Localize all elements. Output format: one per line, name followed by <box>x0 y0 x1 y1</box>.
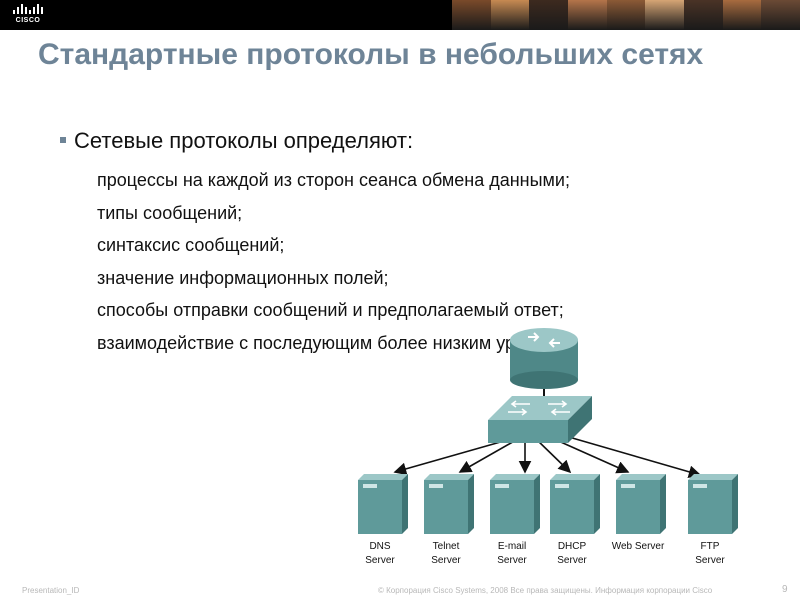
list-item: типы сообщений; <box>97 202 243 223</box>
header-photo <box>490 0 530 30</box>
server-dhcp-icon <box>550 474 600 534</box>
server-label-web: Web Server <box>611 541 665 552</box>
list-item: синтаксис сообщений; <box>97 235 285 255</box>
server-label-email: E-mail Server <box>497 541 527 566</box>
slide-title: Стандартные протоколы в небольших сетях <box>38 38 704 71</box>
switch-icon <box>488 396 592 443</box>
server-web-icon <box>616 474 666 534</box>
footer-presentation-id: Presentation_ID <box>22 586 80 595</box>
lead-text: Сетевые протоколы определяют: <box>74 128 414 153</box>
cisco-wordmark: CISCO <box>15 17 41 24</box>
list-item: процессы на каждой из сторон сеанса обме… <box>97 170 570 190</box>
server-ftp-icon <box>688 474 738 534</box>
server-label-telnet: Telnet Server <box>431 541 461 566</box>
header-photo <box>684 0 723 30</box>
server-telnet-icon <box>424 474 474 534</box>
header-photo <box>761 0 800 30</box>
server-label-ftp: FTP Server <box>695 541 725 566</box>
list-item: взаимодействие с последующим более низки… <box>97 332 572 353</box>
router-icon <box>510 328 578 389</box>
top-banner: CISCO <box>0 0 800 30</box>
network-diagram: DNS Server Telnet Server E-mail Server D… <box>340 320 800 580</box>
header-photo <box>529 0 569 30</box>
list-item: способы отправки сообщений и предполагае… <box>97 300 564 320</box>
lead-bullet: Сетевые протоколы определяют: <box>60 128 413 154</box>
footer-page-number: 9 <box>782 584 788 595</box>
network-diagram-graphic <box>358 328 738 534</box>
sub-bullet-list: процессы на каждой из сторон сеанса обме… <box>97 168 572 363</box>
server-label-dhcp: DHCP Server <box>557 541 587 566</box>
cisco-bars-icon <box>13 4 43 14</box>
bullet-icon <box>60 137 66 143</box>
photo-strip <box>452 0 800 30</box>
server-dns-icon <box>358 474 408 534</box>
header-photo <box>606 0 646 30</box>
header-photo <box>645 0 685 30</box>
header-photo <box>568 0 607 30</box>
list-item: значение информационных полей; <box>97 267 389 288</box>
server-email-icon <box>490 474 540 534</box>
footer-copyright: © Корпорация Cisco Systems, 2008 Все пра… <box>378 586 713 595</box>
header-photo <box>722 0 762 30</box>
header-photo <box>452 0 491 30</box>
cisco-logo: CISCO <box>10 3 46 27</box>
server-label-dns: DNS Server <box>365 541 395 566</box>
